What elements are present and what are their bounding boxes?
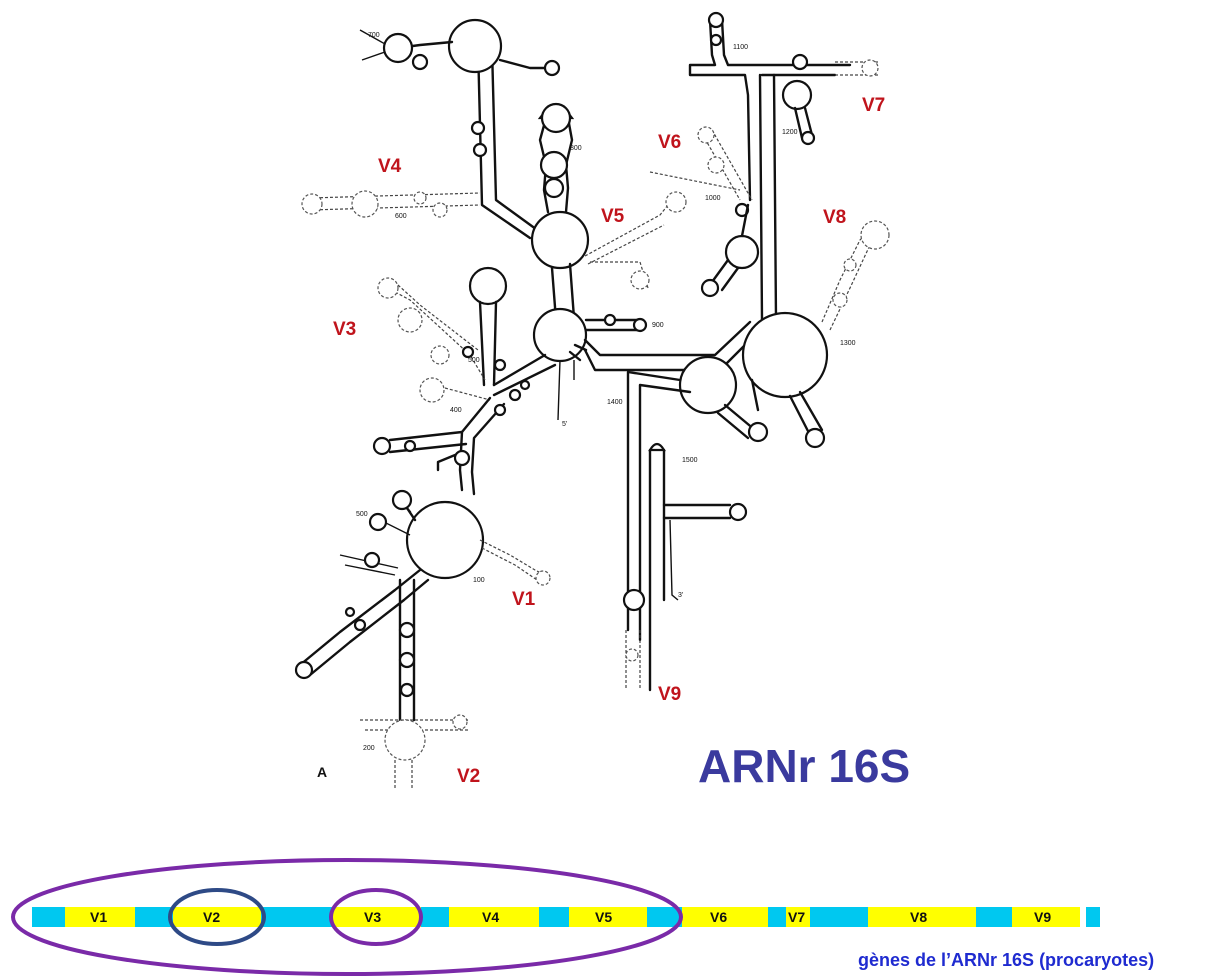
five-prime-end: 5' (562, 421, 567, 428)
pos-1200: 1200 (782, 129, 798, 136)
label-v1: V1 (512, 589, 536, 610)
gene-map: V1 V2 V3 V4 V5 V6 V7 V8 V9 gènes de l’AR… (11, 858, 1154, 976)
label-v5: V5 (601, 206, 625, 227)
position-numbers: 700 800 600 1100 1200 1000 1300 900 500 … (356, 32, 856, 752)
variable-segment-v9 (1012, 907, 1080, 927)
segment-label-v5: V5 (595, 909, 612, 925)
label-v4: V4 (378, 156, 402, 177)
label-v8: V8 (823, 207, 846, 228)
variable-segment-v4 (449, 907, 539, 927)
pos-1500: 1500 (682, 457, 698, 464)
label-v2: V2 (457, 766, 480, 787)
variable-segment-v2 (173, 907, 261, 927)
segment-label-v4: V4 (482, 909, 499, 925)
segment-label-v1: V1 (90, 909, 107, 925)
pos-200: 200 (363, 745, 375, 752)
highlight-ellipse-v1-v5 (11, 858, 683, 976)
segment-label-v3: V3 (364, 909, 381, 925)
conserved-segment (135, 907, 173, 927)
segment-label-v2: V2 (203, 909, 220, 925)
highlight-ellipse-v2 (168, 888, 266, 946)
variable-segment-v1 (65, 907, 135, 927)
panel-label: A (317, 764, 327, 780)
pos-900: 900 (652, 322, 664, 329)
variable-segment-v7 (786, 907, 810, 927)
highlight-ellipse-v3 (329, 888, 423, 946)
pos-500-left: 500 (356, 511, 368, 518)
pos-400: 400 (450, 407, 462, 414)
conserved-segment (1086, 907, 1100, 927)
label-v7: V7 (862, 95, 885, 116)
pos-1400: 1400 (607, 399, 623, 406)
conserved-segment (421, 907, 449, 927)
gene-map-caption: gènes de l’ARNr 16S (procaryotes) (858, 950, 1154, 970)
conserved-segment (32, 907, 65, 927)
segment-label-v8: V8 (910, 909, 927, 925)
conserved-segment (539, 907, 569, 927)
label-v3: V3 (333, 319, 356, 340)
variable-segment-v3 (333, 907, 421, 927)
variable-segment-v6 (682, 907, 768, 927)
conserved-segment (768, 907, 786, 927)
pos-1300: 1300 (840, 340, 856, 347)
pos-800: 800 (570, 145, 582, 152)
secondary-structure-diagram (294, 11, 890, 790)
segment-label-v9: V9 (1034, 909, 1051, 925)
pos-1100: 1100 (733, 44, 748, 51)
diagram-title: ARNr 16S (698, 740, 910, 792)
variable-segment-v5 (569, 907, 647, 927)
variable-region-labels: V4 V5 V6 V7 V8 V3 V1 V9 V2 (333, 95, 885, 787)
pos-100: 100 (473, 577, 485, 584)
pos-600: 600 (395, 213, 407, 220)
conserved-segment (261, 907, 333, 927)
segment-label-v6: V6 (710, 909, 727, 925)
conserved-segment (976, 907, 1012, 927)
variable-segment-v8 (868, 907, 976, 927)
three-prime-end: 3' (678, 592, 683, 599)
pos-700: 700 (368, 32, 380, 39)
label-v9: V9 (658, 684, 681, 705)
segment-label-v7: V7 (788, 909, 805, 925)
pos-1000: 1000 (705, 195, 721, 202)
conserved-segment (647, 907, 682, 927)
label-v6: V6 (658, 132, 681, 153)
pos-500-top: 500 (468, 357, 480, 364)
conserved-segment (810, 907, 868, 927)
